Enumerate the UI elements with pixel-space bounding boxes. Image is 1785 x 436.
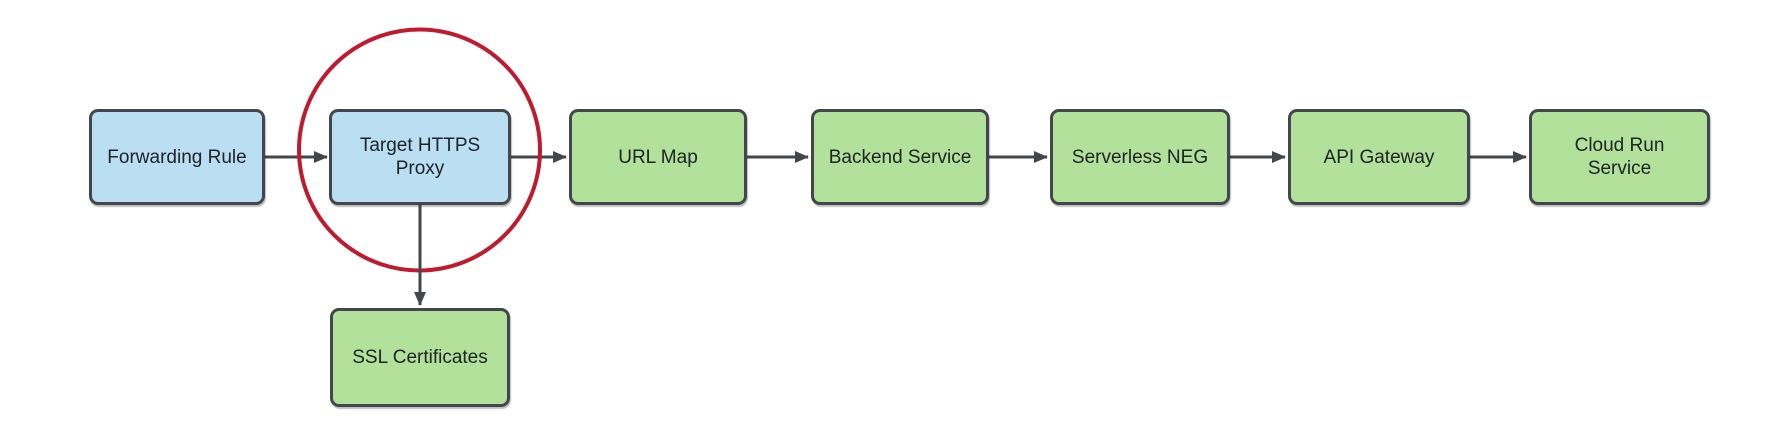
- node-label: Target HTTPS Proxy: [359, 135, 481, 179]
- node-label: API Gateway: [1323, 146, 1435, 168]
- node-label: URL Map: [618, 146, 698, 168]
- node-label: Cloud Run Service: [1574, 135, 1665, 179]
- node-label: SSL Certificates: [352, 347, 488, 368]
- node-label: Backend Service: [828, 146, 972, 168]
- node-label: Serverless NEG: [1071, 146, 1209, 168]
- node-ssl-certificates: SSL Certificates: [330, 308, 510, 407]
- node-backend-service: Backend Service: [811, 109, 989, 205]
- node-api-gateway: API Gateway: [1288, 109, 1470, 205]
- node-url-map: URL Map: [569, 109, 747, 205]
- node-forwarding-rule: Forwarding Rule: [89, 109, 265, 205]
- node-target-https-proxy: Target HTTPS Proxy: [329, 109, 511, 205]
- node-serverless-neg: Serverless NEG: [1050, 109, 1230, 205]
- node-label: Forwarding Rule: [107, 146, 247, 168]
- node-cloud-run-service: Cloud Run Service: [1529, 109, 1710, 205]
